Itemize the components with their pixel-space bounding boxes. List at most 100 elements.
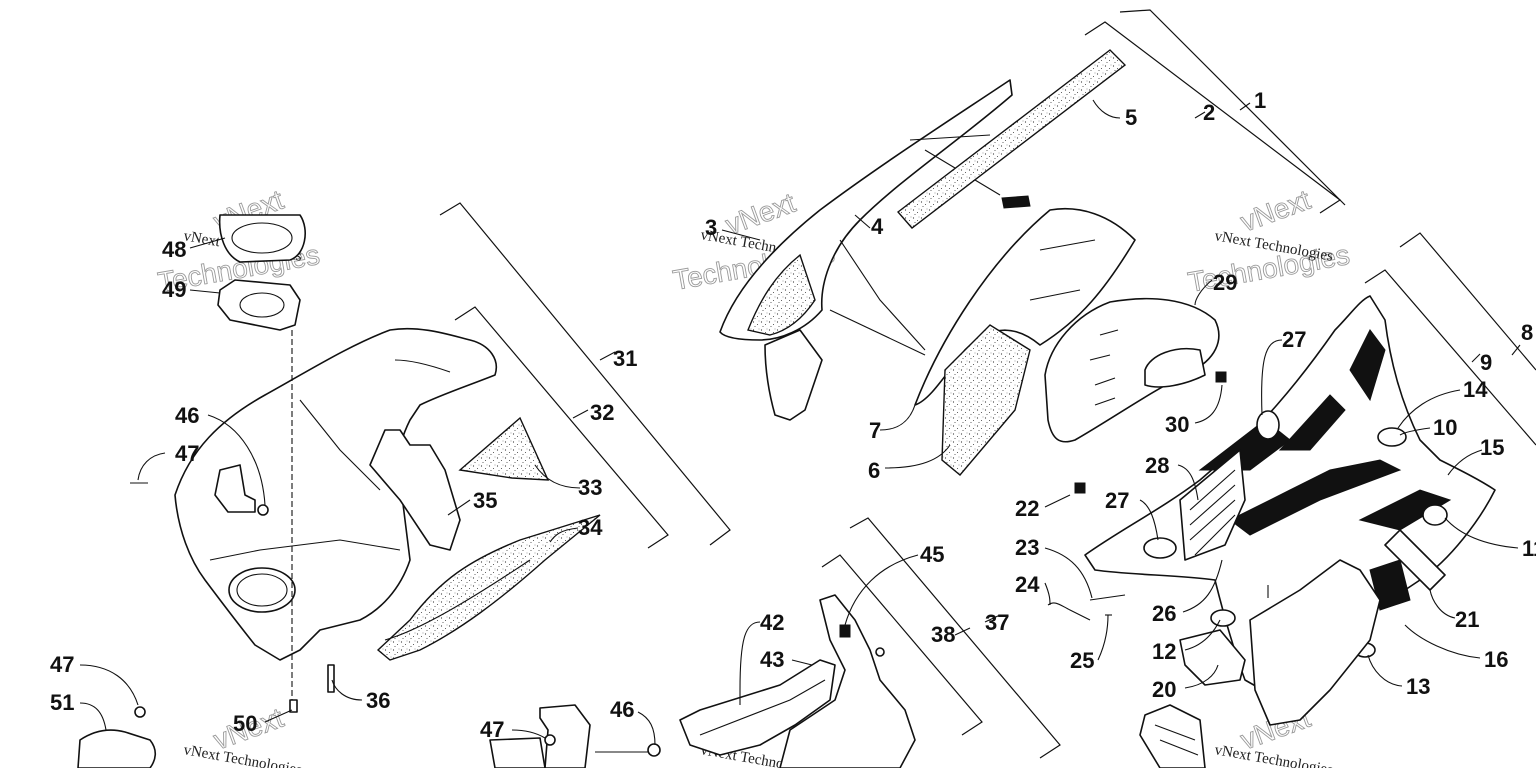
lower-center-parts — [489, 594, 916, 768]
callout-11: 11 — [1522, 536, 1536, 561]
console-assembly — [130, 214, 601, 713]
plug-12 — [1210, 609, 1236, 627]
bracket-46 — [214, 464, 256, 513]
leader-8 — [1511, 344, 1521, 356]
side-panel-51 — [77, 729, 157, 768]
callout-5: 5 — [1125, 105, 1137, 130]
callout-35: 35 — [473, 488, 497, 513]
gasket-49-ring — [239, 292, 285, 318]
leader-14 — [1397, 389, 1461, 429]
leader-3 — [721, 229, 761, 241]
leader-4 — [854, 214, 871, 229]
hood-insulation-pad — [747, 253, 816, 336]
leader-2 — [1194, 111, 1206, 119]
dash-panel-slots — [1089, 329, 1119, 406]
callout-29: 29 — [1213, 270, 1237, 295]
plug-11 — [1422, 504, 1448, 526]
hood-edge-line — [839, 239, 926, 351]
fastener-47-upper — [257, 504, 269, 516]
callout-23: 23 — [1015, 535, 1039, 560]
callout-26: 26 — [1152, 601, 1176, 626]
nose-assembly — [1047, 295, 1496, 768]
console-lip — [394, 359, 451, 373]
dash-panel-bezel — [1144, 347, 1206, 388]
leader-15 — [1447, 449, 1483, 476]
hood-top-assembly — [719, 49, 1127, 421]
plug-10 — [1377, 427, 1407, 447]
callout-31: 31 — [613, 346, 637, 371]
clip-45 — [839, 624, 851, 638]
leader-25 — [1097, 614, 1109, 661]
leader-5 — [1092, 99, 1121, 119]
fastener-47-lower — [134, 706, 146, 718]
leader-11 — [1444, 517, 1519, 549]
speaker-ring — [236, 573, 288, 607]
gasket-48-ring — [231, 222, 293, 254]
callout-14: 14 — [1463, 377, 1488, 402]
leader-42 — [739, 621, 761, 691]
callout-labels: 1 2 3 4 5 6 7 8 9 10 11 12 13 14 15 16 2… — [50, 88, 1536, 742]
leader-lines — [79, 99, 1521, 746]
leader-33 — [534, 464, 581, 489]
callout-33: 33 — [578, 475, 602, 500]
bracket-plate — [489, 737, 546, 768]
wire-24 — [1047, 602, 1091, 621]
bracket-20 — [1179, 629, 1246, 686]
leader-35 — [447, 499, 471, 516]
callout-16: 16 — [1484, 647, 1508, 672]
leader-16 — [1404, 624, 1481, 659]
foam-pad-34 — [376, 514, 601, 661]
callout-2: 2 — [1203, 100, 1215, 125]
pin-36 — [327, 664, 335, 693]
leader-31 — [599, 351, 616, 361]
leader-45 — [844, 554, 919, 626]
leader-26 — [1182, 559, 1223, 613]
hood-clip — [1001, 195, 1031, 209]
vent-grille-28-mesh — [1189, 469, 1236, 556]
callout-1: 1 — [1254, 88, 1266, 113]
leader-22 — [1044, 494, 1071, 508]
trim-panel-43 — [679, 659, 836, 756]
callout-47a: 47 — [175, 441, 199, 466]
leader-38 — [954, 627, 971, 636]
callout-7: 7 — [869, 418, 881, 443]
callout-37: 37 — [985, 610, 1009, 635]
callout-48: 48 — [162, 237, 186, 262]
leader-43 — [791, 659, 813, 666]
callout-46a: 46 — [175, 403, 199, 428]
group-brackets — [439, 9, 1536, 759]
callout-34: 34 — [578, 515, 603, 540]
bracket-2 — [1084, 21, 1342, 214]
leader-6 — [884, 444, 951, 469]
hood-side-skirt — [764, 329, 823, 421]
leader-51 — [79, 702, 107, 731]
callout-47b: 47 — [50, 652, 74, 677]
leader-46 — [207, 414, 266, 506]
callout-38: 38 — [931, 622, 955, 647]
callout-6: 6 — [868, 458, 880, 483]
leader-47-center — [511, 729, 546, 739]
callout-27a: 27 — [1282, 327, 1306, 352]
callout-25: 25 — [1070, 648, 1094, 673]
callout-50: 50 — [233, 711, 257, 736]
bracket-37 — [849, 517, 1061, 759]
side-panel-38 — [779, 594, 916, 768]
fastener-46-lower — [647, 743, 661, 757]
leader-30 — [1194, 384, 1223, 424]
decal-stripe-5 — [1358, 489, 1452, 531]
leader-49 — [189, 289, 221, 294]
speaker-opening — [228, 567, 296, 613]
leader-12 — [1184, 619, 1221, 651]
callout-43: 43 — [760, 647, 784, 672]
gasket-49 — [217, 279, 301, 331]
leader-20 — [1184, 664, 1219, 689]
leader-28 — [1177, 464, 1199, 501]
leader-23 — [1044, 547, 1093, 599]
console-pad-35 — [369, 429, 461, 551]
bracket-21 — [1384, 529, 1446, 591]
connector-22 — [1074, 482, 1086, 494]
decal-stripe-2 — [1278, 394, 1346, 451]
callout-28: 28 — [1145, 453, 1169, 478]
windshield-reflection — [1029, 239, 1096, 301]
